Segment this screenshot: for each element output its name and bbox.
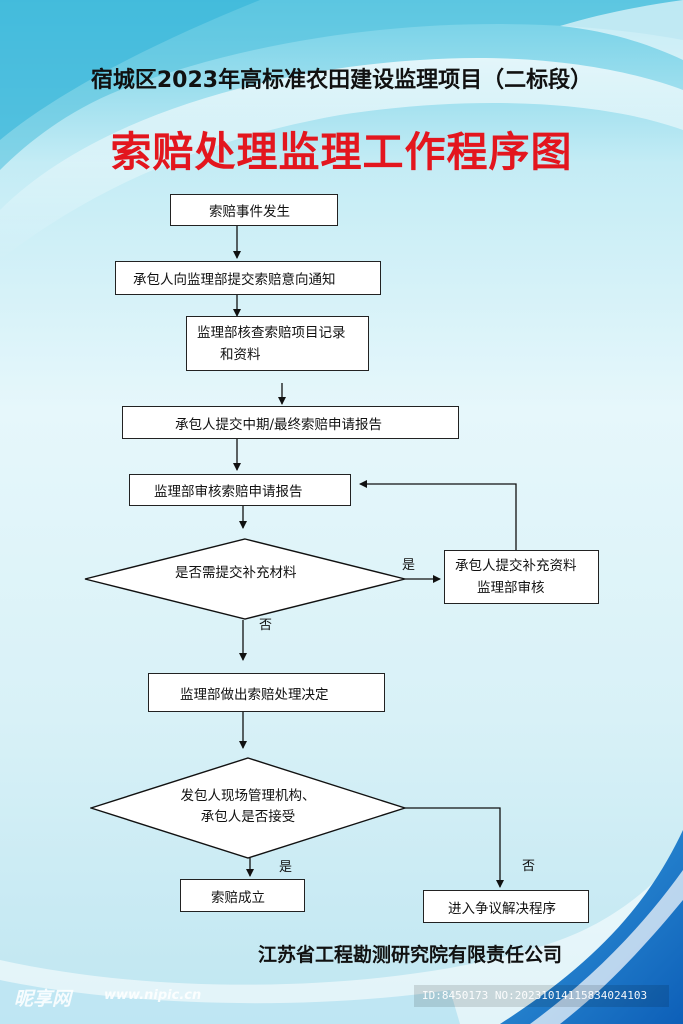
decision-accept-diamond — [90, 757, 406, 859]
decision1-no-label: 否 — [259, 618, 273, 633]
step-verify-records-line2: 和资料 — [220, 346, 261, 363]
step-supplement-line1: 承包人提交补充资料 — [455, 558, 577, 574]
step-decision-made-label: 监理部做出索赔处理决定 — [180, 686, 329, 703]
result-claim-established-label: 索赔成立 — [211, 889, 265, 906]
step-verify-records-line1: 监理部核查索赔项目记录 — [197, 324, 346, 341]
step-supplement-materials: 承包人提交补充资料 监理部审核 — [444, 550, 599, 604]
company-name: 江苏省工程勘测研究院有限责任公司 — [258, 944, 563, 966]
decision2-yes-label: 是 — [279, 860, 293, 875]
result-dispute-resolution-label: 进入争议解决程序 — [448, 900, 556, 917]
step-claim-event: 索赔事件发生 — [170, 194, 338, 226]
step-review-report-label: 监理部审核索赔申请报告 — [154, 484, 303, 500]
decision-supplement-diamond — [84, 538, 406, 620]
decision1-yes-label: 是 — [402, 558, 416, 573]
decision-accept-line2: 承包人是否接受 — [200, 809, 296, 825]
step-supplement-line2: 监理部审核 — [477, 580, 545, 596]
step-verify-records: 监理部核查索赔项目记录 和资料 — [186, 316, 369, 371]
step-intent-notice: 承包人向监理部提交索赔意向通知 — [115, 261, 381, 295]
page-title: 索赔处理监理工作程序图 — [110, 128, 573, 176]
decision2-no-label: 否 — [522, 859, 536, 874]
step-decision-made: 监理部做出索赔处理决定 — [148, 673, 385, 712]
step-claim-event-label: 索赔事件发生 — [209, 204, 290, 220]
step-submit-report-label: 承包人提交中期/最终索赔申请报告 — [175, 416, 383, 433]
result-dispute-resolution: 进入争议解决程序 — [423, 890, 589, 923]
step-submit-report: 承包人提交中期/最终索赔申请报告 — [122, 406, 459, 439]
image-id-bar: ID:8450173 NO:20231014115834024103 — [414, 985, 669, 1007]
result-claim-established: 索赔成立 — [180, 879, 305, 912]
step-intent-notice-label: 承包人向监理部提交索赔意向通知 — [133, 272, 336, 288]
project-title: 宿城区2023年高标准农田建设监理项目（二标段） — [90, 68, 593, 93]
watermark-logo: 昵享网 — [14, 988, 72, 1010]
step-review-report: 监理部审核索赔申请报告 — [129, 474, 351, 506]
decision-accept-line1: 发包人现场管理机构、 — [180, 788, 316, 804]
decision-supplement-label: 是否需提交补充材料 — [175, 565, 297, 581]
decision-accept-label: 发包人现场管理机构、 承包人是否接受 — [168, 786, 328, 828]
watermark-url: www.nipic.cn — [104, 988, 202, 1003]
